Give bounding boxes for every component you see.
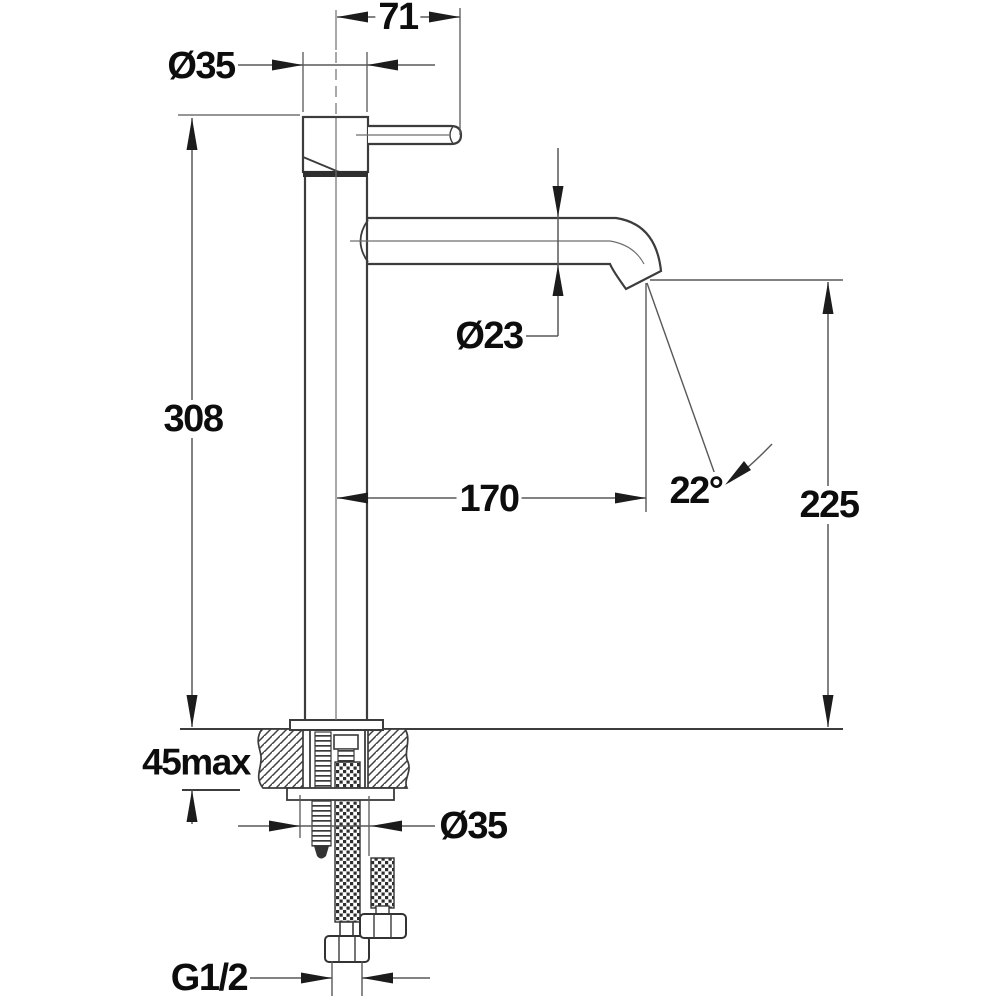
mounting-stud-lower (311, 799, 332, 847)
arrow-angle-arc (725, 461, 751, 485)
lever-end-cap (449, 126, 454, 144)
mounting-washer-plate (286, 787, 395, 801)
counter-cross-section (180, 728, 843, 791)
hex-nut-facets-left (338, 936, 356, 962)
arrow-308-top (186, 118, 198, 150)
arrow-d35bot-right (371, 820, 402, 832)
arrow-71-left (337, 11, 368, 23)
dim-label-top-diameter: Ø35 (164, 47, 238, 85)
dim-label-spout-diameter: Ø23 (452, 317, 526, 355)
hose-fitting-thread (337, 748, 355, 763)
shank-walls (309, 729, 366, 788)
arrow-d35bot-left (269, 820, 300, 832)
dim-label-spout-reach: 170 (456, 480, 522, 518)
hose-right-hex-nut (359, 913, 407, 939)
arrow-d23-bottom (552, 265, 564, 296)
hose-left-hex-nut (324, 935, 370, 963)
hose-left-neck (339, 921, 354, 937)
faucet-outline (289, 115, 663, 731)
arrow-g12-right (362, 972, 393, 984)
dim-label-total-height: 308 (160, 400, 226, 438)
hose-fitting-nut (333, 734, 359, 750)
spout (368, 216, 663, 291)
counter-hatch-left (257, 728, 304, 789)
dim-label-shank-diameter: Ø35 (436, 807, 510, 845)
arrow-d35top-right (367, 59, 398, 71)
dim-label-connection-thread: G1/2 (167, 959, 251, 997)
ext-lines-d35-bottom (299, 795, 370, 856)
mounting-stud-upper (314, 731, 332, 789)
arrow-225-top (822, 282, 834, 314)
arrow-170-left (337, 492, 368, 504)
dim-label-deck-thickness: 45max (139, 743, 253, 781)
mounting-stud-tip (314, 846, 329, 859)
arrow-71-right (429, 11, 460, 23)
spout-centerline (350, 240, 645, 265)
dim-label-lever-length: 71 (375, 0, 421, 36)
base-flange (289, 719, 384, 731)
counter-hatch-right (367, 728, 410, 789)
ext-lines-d35-top (302, 52, 368, 112)
arrow-g12-left (301, 972, 332, 984)
ext-ticks-g12 (331, 961, 363, 996)
handle-cut-line (302, 156, 340, 173)
arrow-170-right (615, 492, 646, 504)
spray-angle-line (646, 282, 724, 498)
dim-label-spout-height: 225 (796, 486, 862, 524)
supply-hose-right-braid (370, 857, 395, 909)
arrow-d23-top (552, 186, 564, 217)
mounting-hardware (286, 731, 407, 963)
supply-hose-left-braid (334, 761, 361, 923)
dimension-arrowheads (186, 11, 834, 984)
centerlines (335, 10, 645, 720)
arrow-d35top-left (272, 59, 303, 71)
arrow-45max-bottom (186, 790, 198, 822)
faucet-column (303, 177, 369, 720)
arrow-225-bottom (822, 695, 834, 727)
dim-label-spray-angle: 22° (666, 472, 726, 510)
hose-right-neck (375, 905, 390, 915)
hex-nut-facets-right (373, 914, 392, 938)
arrow-308-bottom (186, 695, 198, 727)
